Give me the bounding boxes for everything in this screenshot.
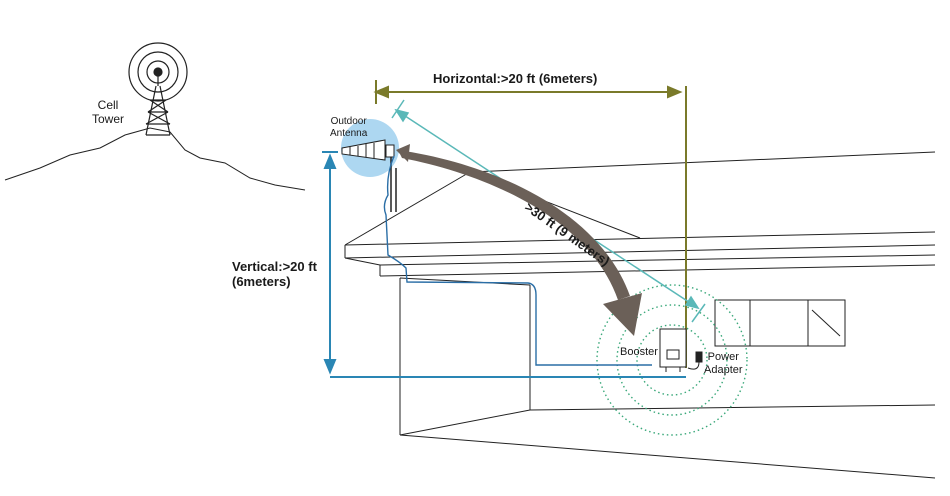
hill-outline <box>4 127 306 191</box>
booster-icon <box>659 328 687 372</box>
house-outline <box>344 151 936 479</box>
booster-label: Booster <box>620 346 658 358</box>
vertical-label: Vertical:>20 ft (6meters) <box>232 259 317 289</box>
outdoor-antenna-label: Outdoor Antenna <box>330 116 368 139</box>
signal-rings <box>596 284 748 436</box>
horizontal-label: Horizontal:>20 ft (6meters) <box>433 71 598 86</box>
cell-tower-icon <box>128 42 188 136</box>
power-adapter-label: Power Adapter <box>704 351 743 376</box>
horizontal-measure <box>373 80 687 368</box>
power-adapter-icon <box>687 351 703 370</box>
vertical-measure <box>322 151 686 378</box>
signal-arrow <box>396 144 642 336</box>
antenna-cable <box>383 155 652 366</box>
cell-tower-label: Cell Tower <box>92 98 125 126</box>
